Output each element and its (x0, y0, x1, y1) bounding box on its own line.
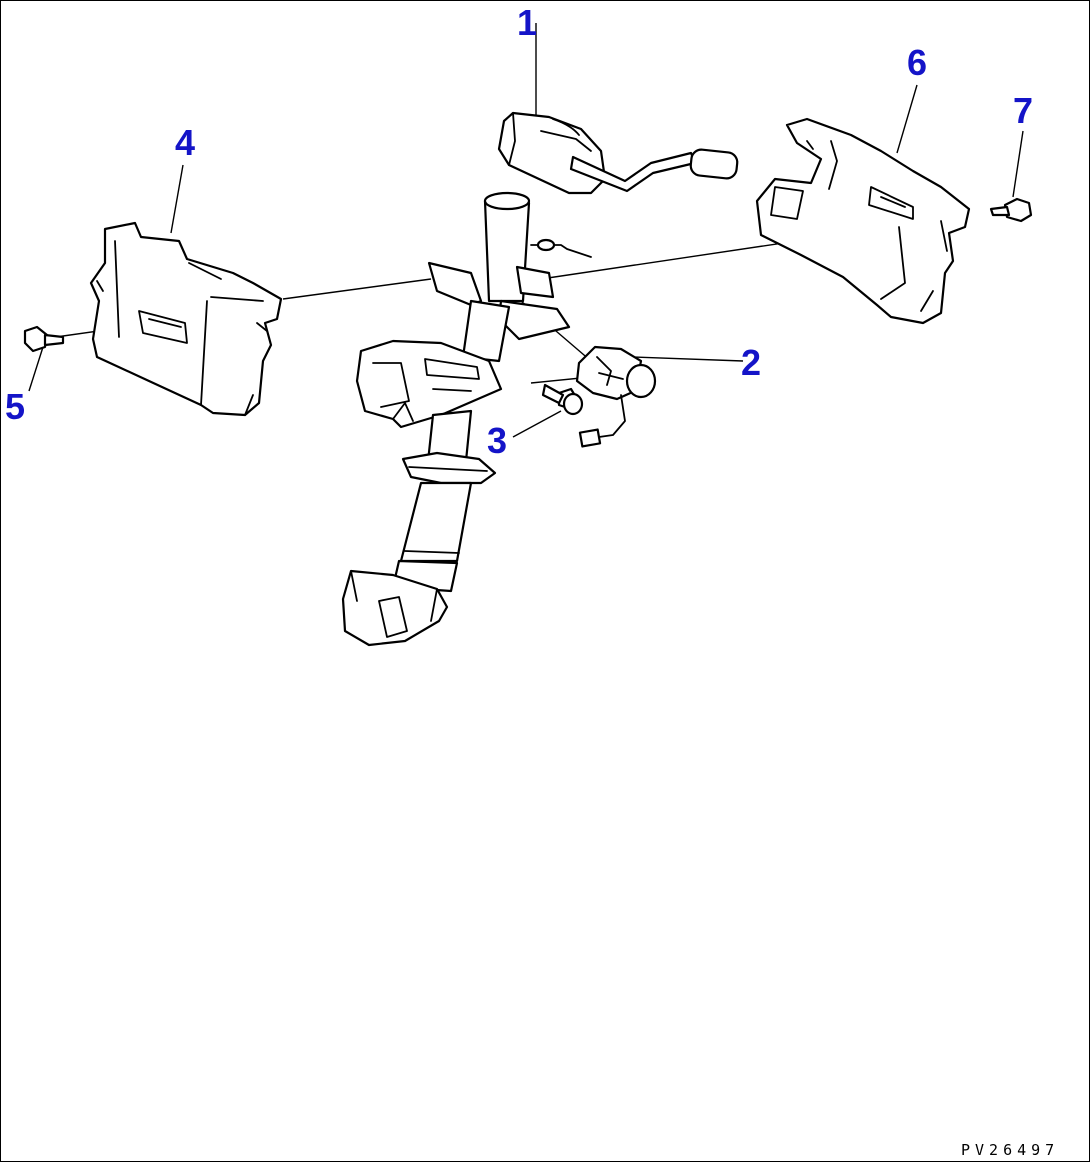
callout-6: 6 (907, 42, 927, 83)
pointer-6 (896, 84, 918, 154)
callout-4: 4 (175, 122, 195, 163)
callout-2: 2 (741, 342, 761, 383)
callout-3: 3 (487, 420, 507, 461)
screw-part-7 (989, 197, 1033, 223)
key-switch-part-2 (575, 345, 657, 448)
pointer-3 (512, 410, 562, 438)
callout-7: 7 (1013, 90, 1033, 131)
leader-4-to-column (282, 278, 432, 300)
right-cover-part-6 (755, 117, 971, 325)
callout-5: 5 (5, 386, 25, 427)
steering-column (341, 191, 592, 647)
callout-1: 1 (517, 2, 537, 43)
screw-part-5 (23, 325, 65, 353)
pointer-2 (632, 356, 744, 362)
combination-switch-part-1 (497, 111, 739, 195)
drawing-number: PV26497 (961, 1141, 1059, 1159)
callout-labels: 1 2 3 4 5 6 7 (5, 2, 1033, 461)
screw-part-3 (541, 383, 584, 416)
pointer-5 (28, 346, 44, 392)
pointer-4 (170, 164, 184, 234)
pointer-7 (1012, 130, 1024, 198)
left-cover-part-4 (89, 221, 283, 417)
